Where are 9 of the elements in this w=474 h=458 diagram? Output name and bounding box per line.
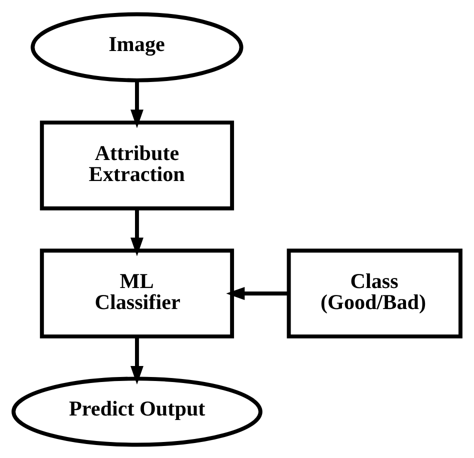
arrow — [226, 286, 288, 300]
arrow — [130, 80, 144, 128]
node-box: Class (Good/Bad) — [286, 248, 462, 338]
node-box: ML Classifier — [40, 248, 234, 338]
node-ellipse: Predict Output — [12, 376, 262, 446]
node-ellipse: Image — [30, 12, 244, 82]
arrow — [130, 336, 144, 384]
node-box: Attribute Extraction — [40, 120, 234, 210]
arrow — [130, 208, 144, 256]
